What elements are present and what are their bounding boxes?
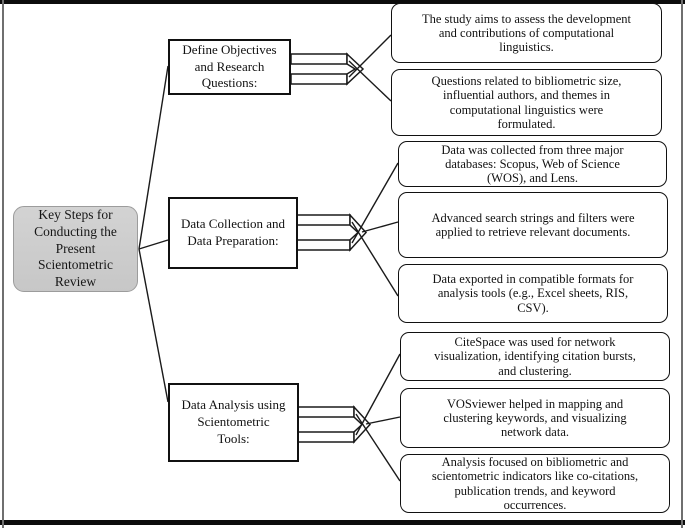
output-box-vosviewer: VOSviewer helped in mapping and clusteri…	[400, 388, 670, 448]
branch-line	[355, 353, 401, 436]
output-text: Data exported in compatible formats for …	[432, 272, 634, 315]
output-box-questions-formulated: Questions related to bibliometric size, …	[391, 69, 662, 136]
output-box-citespace: CiteSpace was used for network visualiza…	[400, 332, 670, 381]
output-box-indicators: Analysis focused on bibliometric and sci…	[400, 454, 670, 513]
step-box-define-objectives: Define Objectives and Research Questions…	[168, 39, 291, 95]
output-box-study-aims: The study aims to assess the development…	[391, 3, 662, 63]
step-label: Data Analysis using Scientometric Tools:	[181, 397, 286, 446]
merge-arrow-channel	[295, 239, 351, 251]
output-text: Data was collected from three major data…	[441, 142, 624, 186]
merge-arrow-channel	[296, 431, 355, 443]
output-box-databases: Data was collected from three major data…	[398, 141, 667, 187]
output-text: CiteSpace was used for network visualiza…	[434, 335, 636, 378]
root-to-step3-line	[138, 248, 169, 403]
merge-arrow-channel	[296, 406, 355, 418]
output-text: VOSviewer helped in mapping and clusteri…	[443, 396, 627, 440]
root-to-step1-line	[138, 65, 169, 250]
merge-arrow-channel	[295, 214, 351, 226]
branch-line	[351, 221, 399, 297]
step-box-data-analysis: Data Analysis using Scientometric Tools:	[168, 383, 299, 462]
merge-arrowhead	[346, 52, 365, 86]
merge-arrow-channel	[290, 53, 348, 65]
step-box-data-collection: Data Collection and Data Preparation:	[168, 197, 298, 269]
branch-line	[348, 34, 392, 78]
branch-line	[361, 221, 399, 233]
root-box: Key Steps for Conducting the Present Sci…	[13, 206, 138, 292]
frame-top-border	[0, 0, 685, 4]
output-box-data-export: Data exported in compatible formats for …	[398, 264, 668, 323]
output-text: Advanced search strings and filters were…	[431, 210, 635, 239]
output-text: Analysis focused on bibliometric and sci…	[431, 455, 639, 512]
merge-arrow-channel	[290, 73, 348, 85]
branch-line	[351, 162, 399, 244]
output-box-search-strings: Advanced search strings and filters were…	[398, 192, 668, 258]
step-label: Define Objectives and Research Questions…	[182, 41, 277, 91]
branch-line	[355, 413, 401, 482]
output-text: The study aims to assess the development…	[422, 11, 631, 55]
output-text: Questions related to bibliometric size, …	[431, 74, 622, 131]
frame-right-border	[681, 0, 683, 528]
branch-line	[348, 60, 392, 102]
frame-bottom-border	[0, 520, 685, 525]
root-to-step2-line	[138, 239, 169, 250]
frame-left-border	[2, 0, 4, 528]
root-label: Key Steps for Conducting the Present Sci…	[34, 207, 117, 290]
branch-line	[365, 416, 401, 425]
step-label: Data Collection and Data Preparation:	[181, 216, 285, 248]
